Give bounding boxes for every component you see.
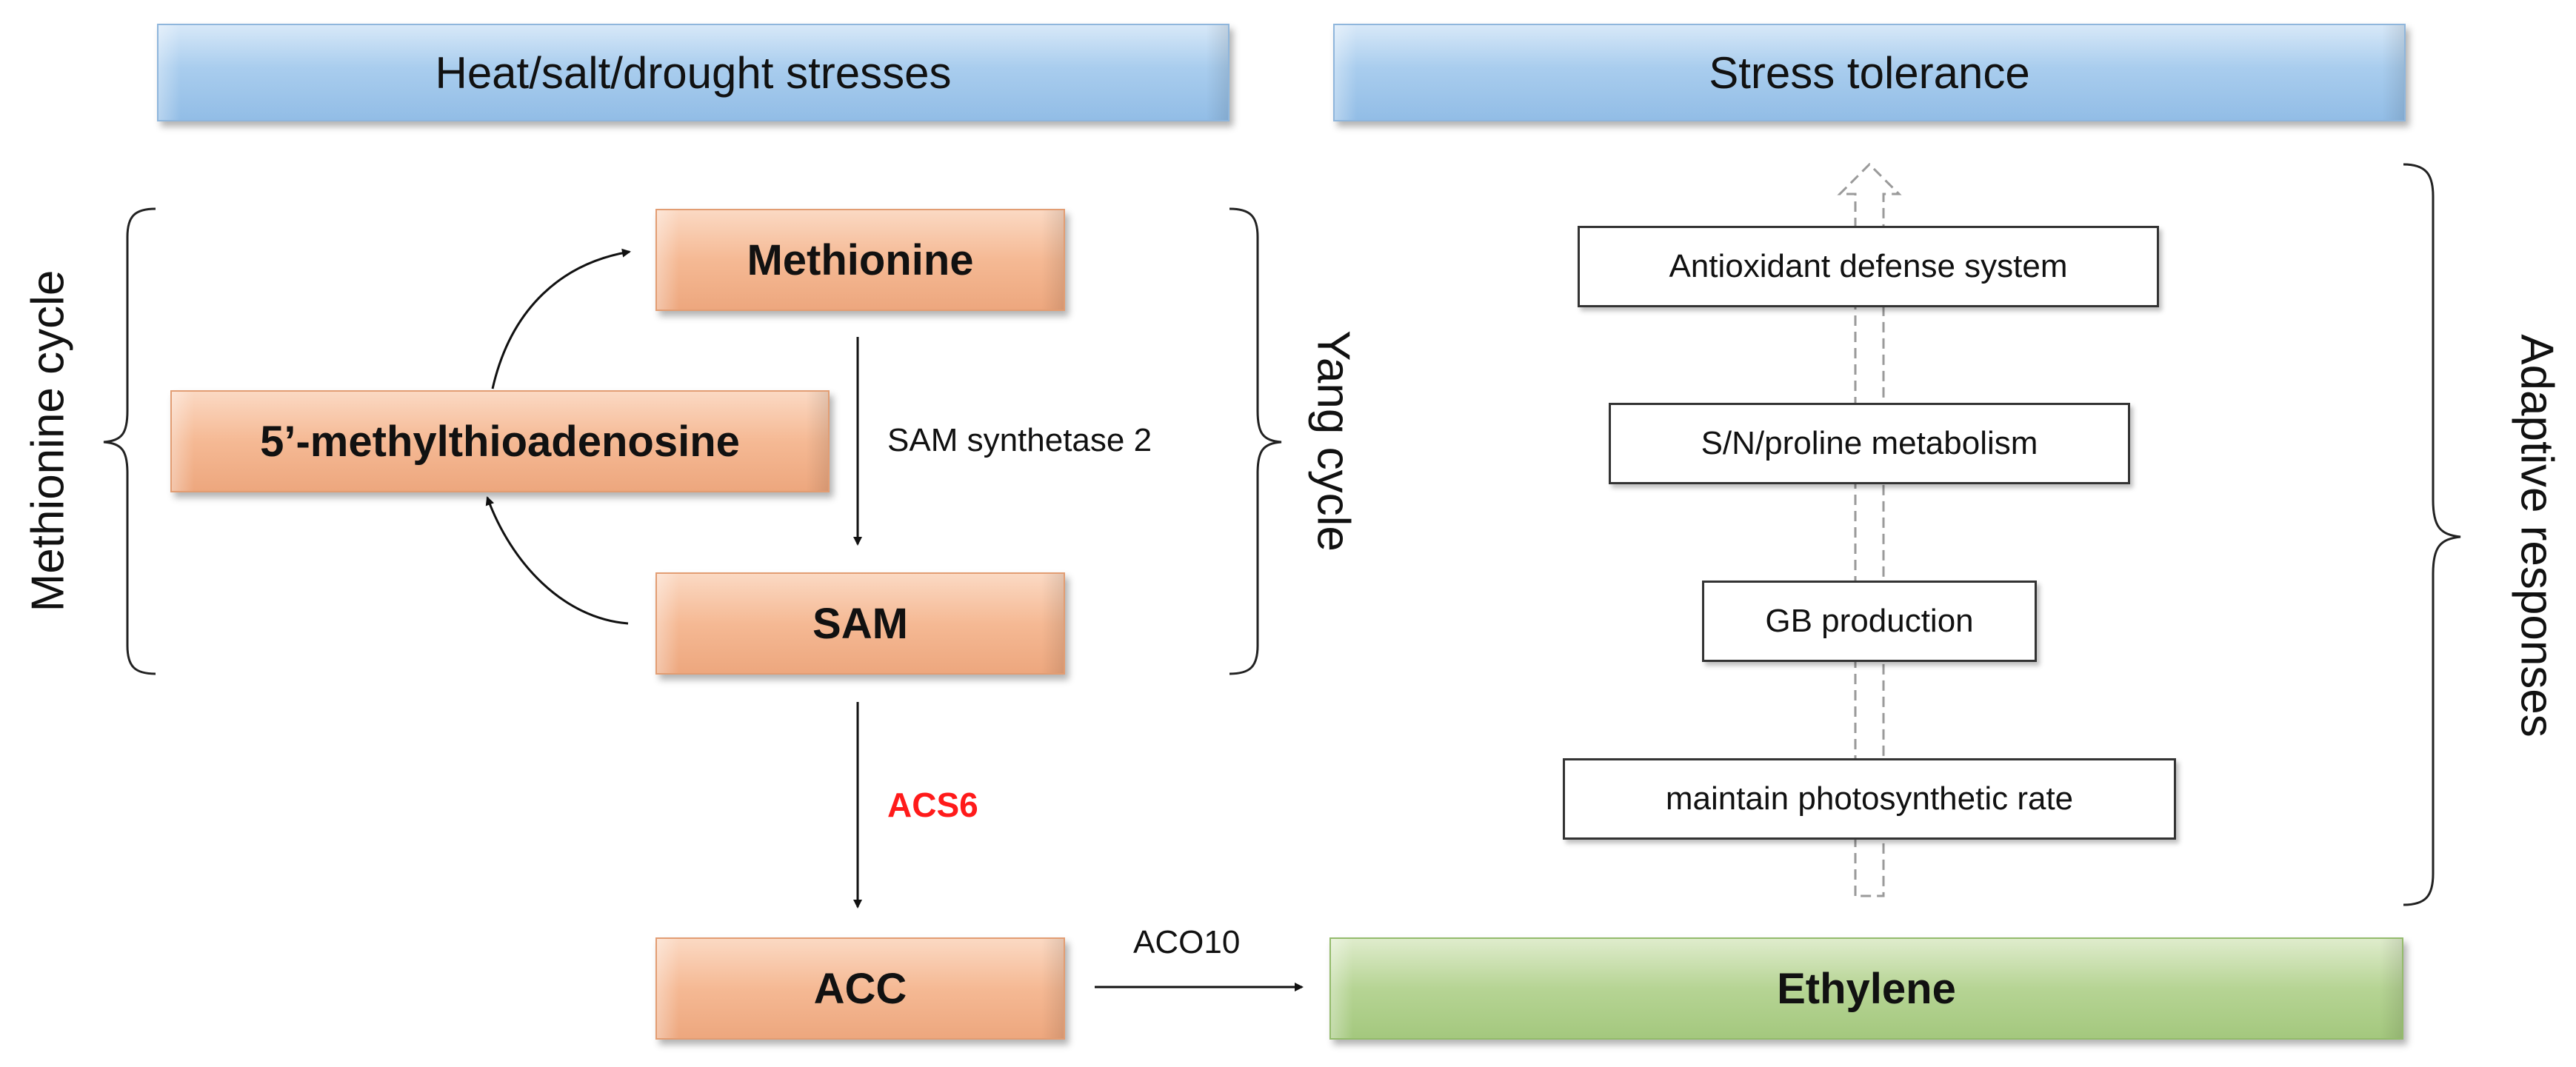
arrow-sam-to-mta xyxy=(485,496,629,625)
sam-synthetase-label: SAM synthetase 2 xyxy=(887,422,1152,458)
acc-label: ACC xyxy=(813,964,907,1013)
methionine-label: Methionine xyxy=(747,235,974,284)
mta-node: 5’-methylthioadenosine xyxy=(170,390,830,492)
adaptive-responses-label: Adaptive responses xyxy=(2511,334,2563,737)
response-gb-production: GB production xyxy=(1702,581,2037,662)
sam-node: SAM xyxy=(655,572,1065,675)
adaptive-responses-brace xyxy=(2403,163,2461,906)
response-antioxidant-label: Antioxidant defense system xyxy=(1669,248,2068,284)
ethylene-node: Ethylene xyxy=(1329,937,2403,1040)
arrow-mta-to-methionine xyxy=(491,248,631,389)
methionine-node: Methionine xyxy=(655,209,1065,311)
stresses-header: Heat/salt/drought stresses xyxy=(157,24,1229,121)
yang-cycle-brace xyxy=(1229,207,1282,675)
yang-cycle-label: Yang cycle xyxy=(1307,330,1359,552)
response-gb-production-label: GB production xyxy=(1765,603,1974,639)
response-antioxidant: Antioxidant defense system xyxy=(1578,226,2159,307)
ethylene-label: Ethylene xyxy=(1777,964,1956,1013)
response-photosynthesis-label: maintain photosynthetic rate xyxy=(1665,780,2074,817)
stresses-header-label: Heat/salt/drought stresses xyxy=(435,47,952,98)
mta-label: 5’-methylthioadenosine xyxy=(260,417,740,466)
methionine-cycle-label: Methionine cycle xyxy=(22,270,74,612)
tolerance-header-label: Stress tolerance xyxy=(1709,47,2030,98)
tolerance-header: Stress tolerance xyxy=(1333,24,2406,121)
methionine-cycle-brace xyxy=(103,207,156,675)
sam-label: SAM xyxy=(812,599,908,648)
response-snp-metabolism-label: S/N/proline metabolism xyxy=(1701,425,2038,461)
response-photosynthesis: maintain photosynthetic rate xyxy=(1563,758,2176,840)
acc-node: ACC xyxy=(655,937,1065,1040)
aco10-label: ACO10 xyxy=(1133,924,1241,960)
response-snp-metabolism: S/N/proline metabolism xyxy=(1609,403,2130,484)
acs6-label: ACS6 xyxy=(887,786,978,824)
